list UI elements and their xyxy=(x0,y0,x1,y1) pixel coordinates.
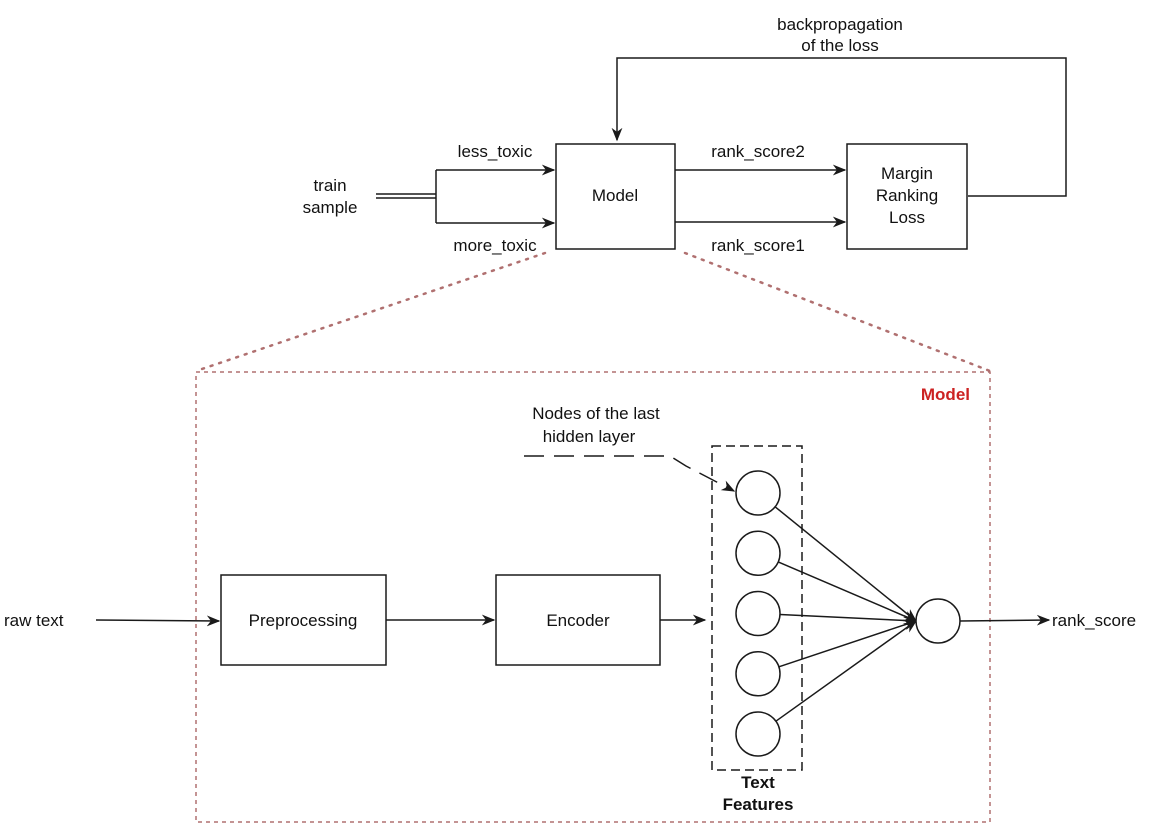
train-sample-label-line1: train xyxy=(313,176,346,195)
feature-edge-5 xyxy=(775,620,918,722)
backprop-label-line2: of the loss xyxy=(801,36,879,55)
less-toxic-label: less_toxic xyxy=(458,142,533,161)
feature-edge-2 xyxy=(777,561,918,622)
feature-edge-3 xyxy=(779,613,918,626)
zoom-line-left xyxy=(194,251,547,373)
feature-nodes xyxy=(735,470,781,757)
text-features-group xyxy=(711,445,803,771)
loss-label-line2: Ranking xyxy=(876,186,938,205)
output-node xyxy=(915,598,961,644)
backprop-label-line1: backpropagation xyxy=(777,15,903,34)
model-box xyxy=(555,143,676,250)
raw-text-label: raw text xyxy=(4,611,64,630)
model-label: Model xyxy=(592,186,638,205)
loss-label-line1: Margin xyxy=(881,164,933,183)
feature-node-1 xyxy=(735,470,781,516)
loss-label-line3: Loss xyxy=(889,208,925,227)
output-arrow xyxy=(959,614,1051,626)
preprocessing-box xyxy=(220,574,387,666)
hidden-layer-note-line2: hidden layer xyxy=(543,427,636,446)
encoder-label: Encoder xyxy=(546,611,610,630)
feature-node-4 xyxy=(735,651,781,697)
text-features-label-line1: Text xyxy=(741,773,775,792)
train-sample-label-line2: sample xyxy=(303,198,358,217)
encoder-box xyxy=(495,574,661,666)
backprop-arrow xyxy=(611,57,1067,197)
hidden-layer-note-line1: Nodes of the last xyxy=(532,404,660,423)
rank-score2-label: rank_score2 xyxy=(711,142,805,161)
model-detail-title: Model xyxy=(921,385,970,404)
margin-ranking-loss-box xyxy=(846,143,968,250)
text-features-label-line2: Features xyxy=(723,795,794,814)
hidden-layer-note-pointer xyxy=(524,455,736,492)
model-detail-frame xyxy=(195,371,991,823)
raw-text-arrow xyxy=(95,615,221,627)
rank-score1-label: rank_score1 xyxy=(711,236,805,255)
feature-edge-1 xyxy=(774,506,918,622)
preprocessing-label: Preprocessing xyxy=(249,611,358,630)
feature-node-5 xyxy=(735,711,781,757)
rank-score-output-label: rank_score xyxy=(1052,611,1136,630)
feature-edges xyxy=(774,506,918,722)
feature-node-3 xyxy=(735,590,781,637)
feature-node-2 xyxy=(735,530,781,576)
zoom-line-right xyxy=(683,251,992,373)
more-toxic-label: more_toxic xyxy=(453,236,537,255)
feature-edge-4 xyxy=(778,619,918,668)
